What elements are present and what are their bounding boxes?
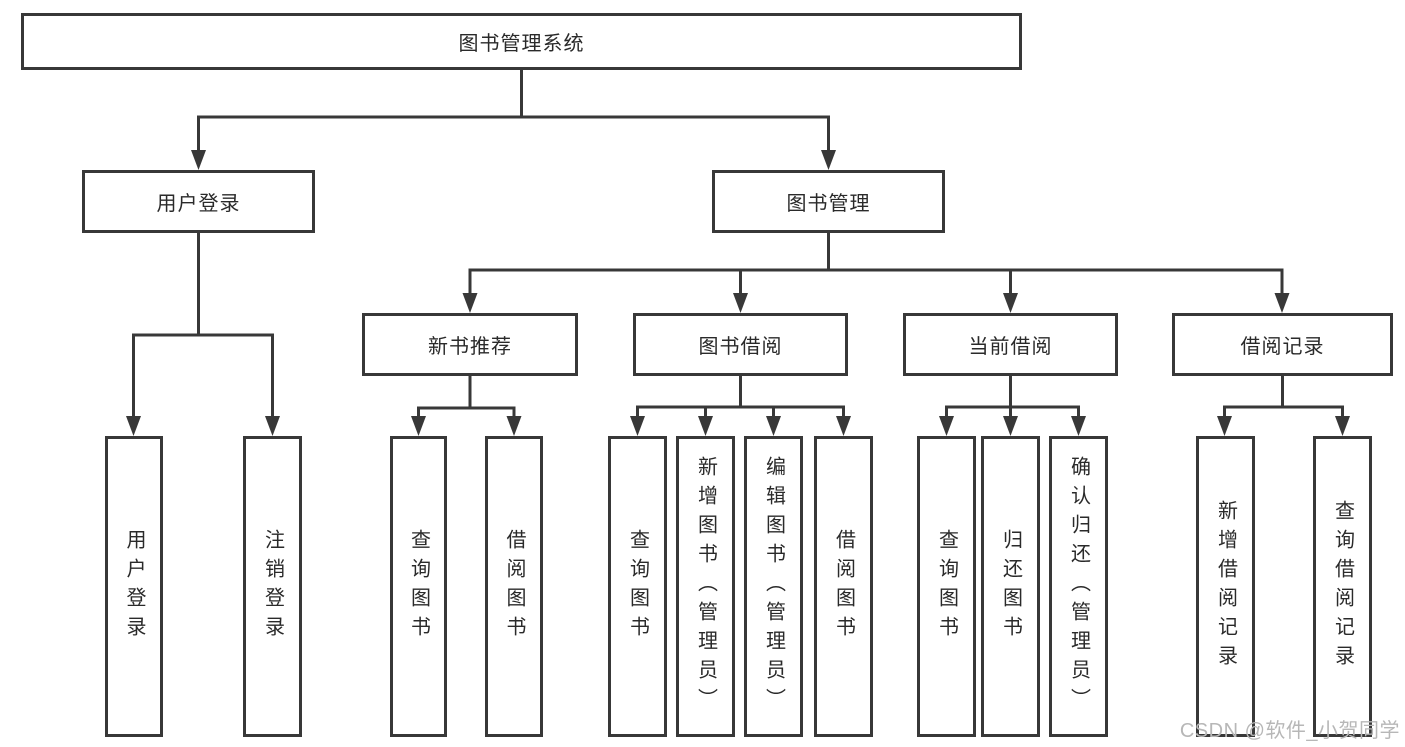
leaf-query-books-current: 查询图书	[917, 436, 976, 737]
node-label: 图书管理系统	[458, 33, 585, 55]
node-label: 当前借阅	[968, 336, 1053, 358]
leaf-borrow-books: 借阅图书	[814, 436, 873, 737]
leaf-query-books-recommend: 查询图书	[390, 436, 447, 737]
leaf-label: 查询图书	[626, 528, 649, 645]
leaf-label: 新增图书（管理员）	[694, 456, 717, 717]
leaf-label: 归还图书	[999, 528, 1022, 645]
node-book-management: 图书管理	[712, 170, 945, 233]
leaf-label: 查询图书	[935, 528, 958, 645]
leaf-label: 注销登录	[261, 528, 284, 645]
node-current-borrowing: 当前借阅	[903, 313, 1118, 376]
leaf-add-books-admin: 新增图书（管理员）	[676, 436, 735, 737]
csdn-watermark: CSDN @软件_小贺同学	[1179, 720, 1400, 742]
node-new-book-recommendation: 新书推荐	[362, 313, 578, 376]
leaf-label: 借阅图书	[503, 528, 525, 645]
leaf-return-books: 归还图书	[981, 436, 1040, 737]
leaf-edit-books-admin: 编辑图书（管理员）	[744, 436, 803, 737]
leaf-label: 查询借阅记录	[1331, 499, 1354, 674]
node-label: 用户登录	[156, 193, 241, 215]
leaf-label: 确认归还（管理员）	[1067, 456, 1090, 717]
node-borrowing-records: 借阅记录	[1172, 313, 1393, 376]
leaf-label: 编辑图书（管理员）	[762, 456, 785, 717]
leaf-borrow-books-recommend: 借阅图书	[485, 436, 543, 737]
node-user-login: 用户登录	[82, 170, 315, 233]
leaf-confirm-return-admin: 确认归还（管理员）	[1049, 436, 1108, 737]
leaf-query-borrow-record: 查询借阅记录	[1313, 436, 1372, 737]
leaf-query-books-borrow: 查询图书	[608, 436, 667, 737]
leaf-label: 用户登录	[123, 528, 145, 645]
leaf-user-login: 用户登录	[105, 436, 163, 737]
leaf-label: 借阅图书	[832, 528, 855, 645]
node-label: 借阅记录	[1240, 336, 1325, 358]
leaf-label: 查询图书	[407, 528, 430, 645]
node-library-management-system: 图书管理系统	[21, 13, 1022, 70]
node-label: 图书借阅	[698, 336, 783, 358]
node-book-borrowing: 图书借阅	[633, 313, 848, 376]
leaf-label: 新增借阅记录	[1214, 499, 1237, 674]
leaf-logout: 注销登录	[243, 436, 302, 737]
node-label: 新书推荐	[428, 336, 512, 358]
leaf-add-borrow-record: 新增借阅记录	[1196, 436, 1255, 737]
node-label: 图书管理	[786, 193, 871, 215]
